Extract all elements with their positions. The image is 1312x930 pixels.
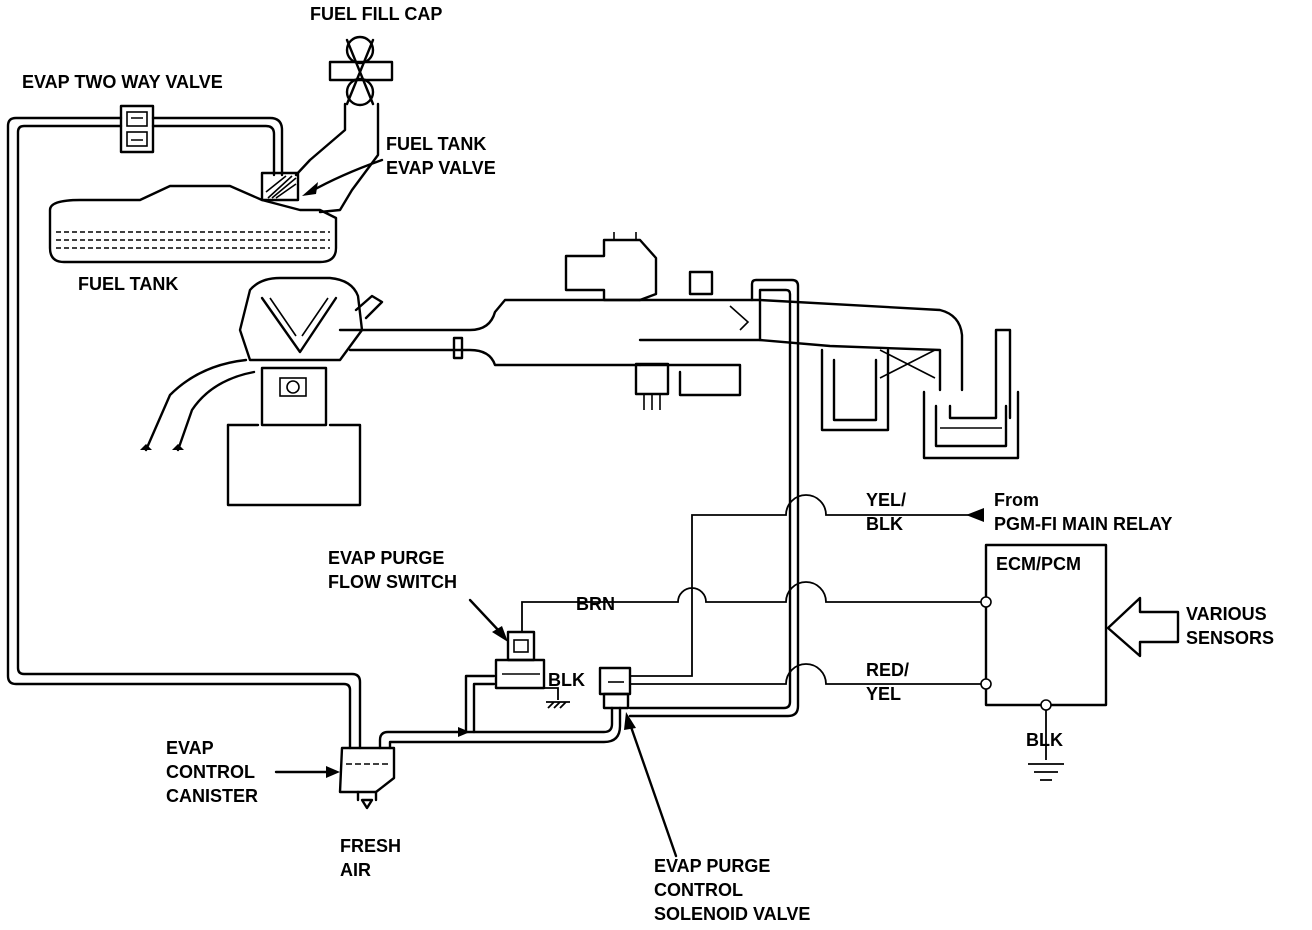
wire-label-yel-blk-line1: YEL/	[866, 490, 906, 510]
canister-label-arrowhead	[326, 766, 340, 778]
wire-label-blk-ground: BLK	[1026, 730, 1063, 750]
label-solenoid-line1: EVAP PURGE	[654, 856, 770, 876]
solenoid-arrowhead	[624, 712, 636, 730]
wire-label-brn: BRN	[576, 594, 615, 614]
fuel-tank-evap-valve	[260, 171, 300, 202]
evap-two-way-valve	[119, 104, 155, 154]
throttle-body	[564, 232, 762, 410]
label-canister-line1: EVAP	[166, 738, 214, 758]
label-solenoid-line3: SOLENOID VALVE	[654, 904, 810, 924]
air-cleaner-duct	[758, 298, 1020, 460]
ecm-pcm-box	[980, 543, 1108, 711]
evap-purge-flow-switch	[494, 630, 546, 690]
canister-to-solenoid-hose	[378, 674, 622, 750]
wiring	[521, 494, 1064, 781]
evap-purge-control-solenoid-valve	[598, 666, 632, 710]
label-ecm-pcm: ECM/PCM	[996, 554, 1081, 574]
wire-label-blk-switch: BLK	[548, 670, 585, 690]
engine	[140, 276, 642, 507]
fuel-tank	[48, 184, 338, 264]
label-fuel-tank-evap-valve-line1: FUEL TANK	[386, 134, 486, 154]
label-fresh-air-line1: FRESH	[340, 836, 401, 856]
label-from: From	[994, 490, 1039, 510]
vapor-line-to-canister	[6, 116, 362, 750]
wire-label-red-yel-line1: RED/	[866, 660, 909, 680]
label-fuel-tank: FUEL TANK	[78, 274, 178, 294]
sensors-arrow	[1106, 596, 1180, 658]
wire-label-red-yel-line2: YEL	[866, 684, 901, 704]
solenoid-arrow	[628, 722, 678, 858]
label-solenoid-line2: CONTROL	[654, 880, 743, 900]
evap-valve-arrowhead	[302, 182, 318, 196]
label-various-sensors-line2: SENSORS	[1186, 628, 1274, 648]
fuel-fill-cap	[328, 35, 394, 107]
flow-switch-arrow	[468, 598, 502, 634]
label-purge-flow-switch-line2: FLOW SWITCH	[328, 572, 457, 592]
vapor-line-tank	[151, 116, 284, 177]
label-fuel-tank-evap-valve-line2: EVAP VALVE	[386, 158, 496, 178]
evap-valve-arrow	[308, 158, 384, 194]
label-evap-two-way-valve: EVAP TWO WAY VALVE	[22, 72, 223, 92]
purge-hose	[628, 278, 800, 718]
label-fuel-fill-cap: FUEL FILL CAP	[310, 4, 442, 24]
label-fresh-air-line2: AIR	[340, 860, 371, 880]
flow-switch-arrowhead	[492, 626, 508, 642]
label-various-sensors-line1: VARIOUS	[1186, 604, 1267, 624]
label-canister-line2: CONTROL	[166, 762, 255, 782]
label-canister-line3: CANISTER	[166, 786, 258, 806]
label-purge-flow-switch-line1: EVAP PURGE	[328, 548, 444, 568]
wire-label-yel-blk-line2: BLK	[866, 514, 903, 534]
evap-control-canister	[338, 746, 396, 810]
label-pgm-fi-main-relay: PGM-FI MAIN RELAY	[994, 514, 1172, 534]
filler-neck	[294, 102, 380, 214]
